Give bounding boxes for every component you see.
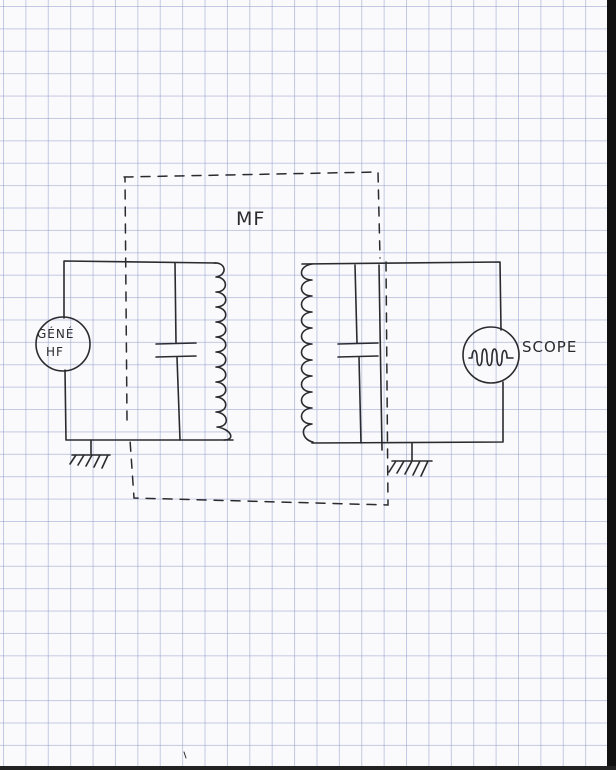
left-capacitor <box>155 262 197 441</box>
right-coil <box>300 263 314 443</box>
right-bottom-wire <box>311 381 504 444</box>
mf-label: MF <box>236 208 265 230</box>
pencil-speck <box>183 751 187 759</box>
left-coil <box>213 262 232 441</box>
left-top-wire <box>63 260 217 319</box>
right-inner-wire <box>378 264 383 451</box>
scope-waveform <box>468 348 514 367</box>
oscilloscope-circle <box>462 326 520 384</box>
generator-label-line2: HF <box>46 345 64 359</box>
scan-right-edge <box>607 0 616 770</box>
hf-generator-circle <box>35 316 91 372</box>
generator-label-line1: GÉNÉ <box>37 326 74 341</box>
left-bottom-wire <box>64 369 234 441</box>
right-capacitor <box>337 264 379 444</box>
left-ground-symbol <box>69 439 111 469</box>
scope-label: SCOPE <box>522 338 577 356</box>
right-ground-symbol <box>388 442 433 477</box>
right-top-wire <box>301 261 502 331</box>
mf-dashed-enclosure <box>123 171 389 506</box>
scan-bottom-edge <box>0 766 616 770</box>
